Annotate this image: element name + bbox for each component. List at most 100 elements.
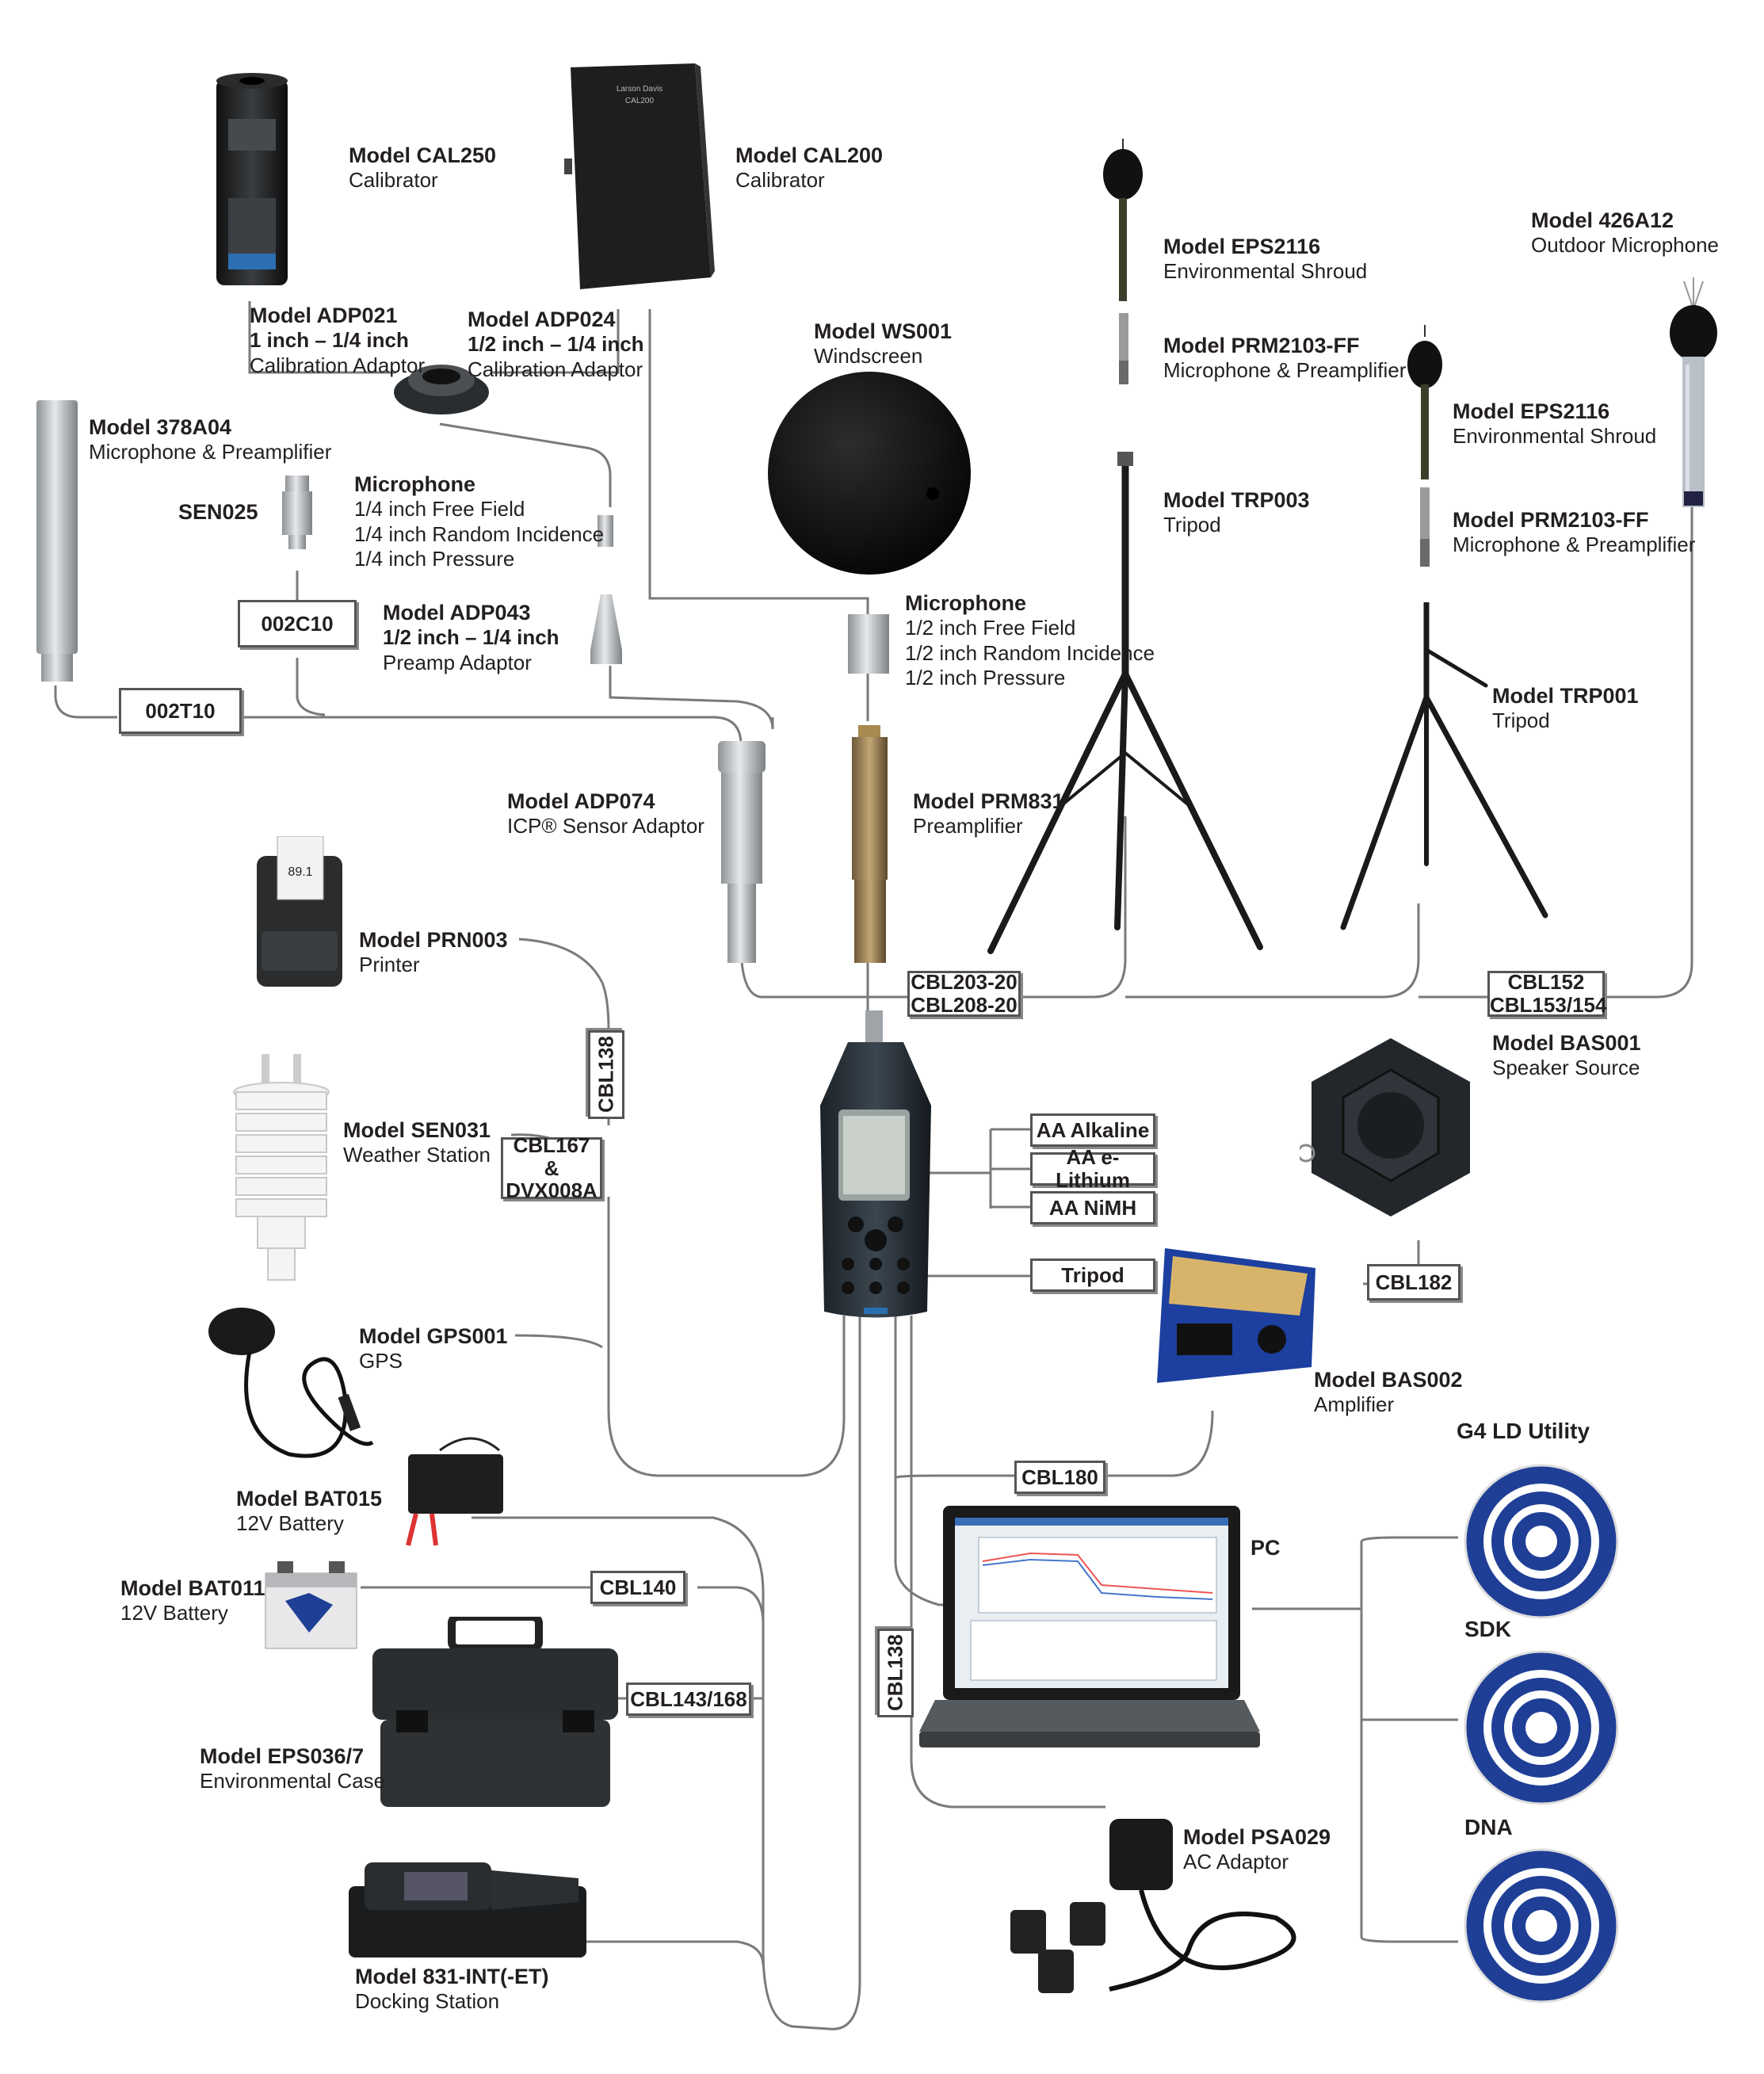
a378-title: Model 378A04 bbox=[89, 415, 232, 439]
adp021-title: Model ADP021 bbox=[250, 304, 398, 327]
426a12-microphone-image bbox=[1670, 277, 1717, 507]
cal200-title: Model CAL200 bbox=[735, 143, 884, 167]
software-g4-ld-utility: G4 LD Utility bbox=[1457, 1419, 1590, 1443]
eps2116a-title: Model EPS2116 bbox=[1163, 235, 1321, 258]
378a04-microphone-image bbox=[36, 400, 78, 682]
bat015-title: Model BAT015 bbox=[236, 1487, 383, 1511]
adp043-title: Model ADP043 bbox=[383, 601, 531, 624]
cable-cbl167-text: CBL167 & bbox=[513, 1133, 590, 1180]
sen031-sub: Weather Station bbox=[343, 1143, 491, 1167]
cable-cbl203-cbl208: CBL203-20 CBL208-20 bbox=[907, 971, 1021, 1017]
option-tripod-text: Tripod bbox=[1061, 1262, 1124, 1287]
trp001-sub: Tripod bbox=[1492, 709, 1550, 733]
label-bat015: Model BAT015 12V Battery bbox=[236, 1486, 382, 1537]
cable-cbl182-text: CBL182 bbox=[1375, 1270, 1453, 1294]
cable-cbl143-168: CBL143/168 bbox=[626, 1682, 751, 1716]
psa029-title: Model PSA029 bbox=[1183, 1825, 1331, 1849]
dock-title: Model 831-INT(-ET) bbox=[355, 1965, 549, 1988]
label-adp021: Model ADP021 1 inch – 1/4 inch Calibrati… bbox=[250, 303, 425, 378]
eps2116b-sub: Environmental Shroud bbox=[1453, 424, 1657, 449]
dock-sub: Docking Station bbox=[355, 1989, 500, 2014]
label-eps036: Model EPS036/7 Environmental Case bbox=[200, 1744, 385, 1794]
trp003-tripod-image bbox=[987, 452, 1263, 954]
cable-cbl140-text: CBL140 bbox=[599, 1575, 677, 1599]
gps001-sub: GPS bbox=[359, 1349, 403, 1373]
adp043-line2: Preamp Adaptor bbox=[383, 650, 532, 674]
pc-laptop-image bbox=[919, 1506, 1260, 1747]
label-eps2116-a: Model EPS2116 Environmental Shroud bbox=[1163, 234, 1367, 285]
battery-aa-alkaline-text: AA Alkaline bbox=[1036, 1117, 1150, 1142]
mic14-l1: 1/4 inch Free Field bbox=[354, 497, 525, 521]
label-bat011: Model BAT011 12V Battery bbox=[120, 1576, 265, 1626]
bat011-title: Model BAT011 bbox=[120, 1576, 265, 1600]
cable-cbl140: CBL140 bbox=[590, 1571, 685, 1604]
adp021-line1: 1 inch – 1/4 inch bbox=[250, 328, 409, 353]
cable-cbl180-text: CBL180 bbox=[1021, 1465, 1098, 1489]
label-ws001: Model WS001 Windscreen bbox=[814, 319, 952, 369]
adp024-line1: 1/2 inch – 1/4 inch bbox=[468, 332, 644, 357]
label-eps2116-b: Model EPS2116 Environmental Shroud bbox=[1453, 399, 1656, 449]
label-prm2103-a: Model PRM2103-FF Microphone & Preamplifi… bbox=[1163, 333, 1406, 384]
cal200-calibrator-image: Larson Davis CAL200 bbox=[564, 63, 715, 289]
label-prm831: Model PRM831 Preamplifier bbox=[913, 789, 1064, 839]
sen031-title: Model SEN031 bbox=[343, 1118, 491, 1142]
a426-title: Model 426A12 bbox=[1531, 208, 1674, 232]
prm2103-ff-image-1 bbox=[1119, 313, 1128, 384]
trp003-title: Model TRP003 bbox=[1163, 488, 1310, 512]
sound-level-meter-image bbox=[820, 1010, 931, 1318]
cable-cbl138-center: CBL138 bbox=[877, 1629, 914, 1717]
mic12-l3: 1/2 inch Pressure bbox=[905, 665, 1066, 689]
adp024-title: Model ADP024 bbox=[468, 307, 616, 331]
label-gps001: Model GPS001 GPS bbox=[359, 1323, 508, 1374]
sen025-microphone-image bbox=[282, 476, 312, 549]
bat015-sub: 12V Battery bbox=[236, 1511, 344, 1536]
software-dna: DNA bbox=[1464, 1815, 1513, 1839]
trp001-tripod-image bbox=[1340, 602, 1548, 930]
printer-paper-reading: 89.1 bbox=[288, 865, 312, 879]
label-378a04: Model 378A04 Microphone & Preamplifier bbox=[89, 414, 331, 465]
sdk-disc-image bbox=[1464, 1650, 1619, 1805]
cable-cbl203-text: CBL203-20 bbox=[911, 970, 1018, 995]
ws001-title: Model WS001 bbox=[814, 319, 953, 343]
prm2103a-title: Model PRM2103-FF bbox=[1163, 334, 1360, 357]
adp024-line2: Calibration Adaptor bbox=[468, 357, 643, 381]
cal250-title: Model CAL250 bbox=[349, 143, 497, 167]
prn003-title: Model PRN003 bbox=[359, 928, 508, 952]
cal200-model-text: CAL200 bbox=[625, 97, 655, 105]
prn003-printer-image: 89.1 bbox=[257, 836, 342, 987]
software-sdk: SDK bbox=[1464, 1617, 1512, 1641]
label-pc: PC bbox=[1250, 1535, 1281, 1560]
mic14-l3: 1/4 inch Pressure bbox=[354, 546, 515, 571]
cal200-brand-text: Larson Davis bbox=[617, 85, 662, 94]
sen031-weather-station-image bbox=[233, 1054, 330, 1281]
label-mic-half-inch: Microphone 1/2 inch Free Field 1/2 inch … bbox=[905, 590, 1155, 690]
cable-cbl180: CBL180 bbox=[1014, 1461, 1105, 1494]
label-bas001: Model BAS001 Speaker Source bbox=[1492, 1030, 1641, 1081]
adp074-title: Model ADP074 bbox=[507, 789, 655, 813]
bas001-sub: Speaker Source bbox=[1492, 1056, 1640, 1080]
label-docking-station: Model 831-INT(-ET) Docking Station bbox=[355, 1964, 549, 2015]
eps2116-shroud-image-1 bbox=[1103, 139, 1143, 301]
cable-002c10-text: 002C10 bbox=[261, 611, 334, 636]
bas002-title: Model BAS002 bbox=[1314, 1368, 1463, 1392]
prm2103-ff-image-2 bbox=[1420, 487, 1430, 567]
label-adp024: Model ADP024 1/2 inch – 1/4 inch Calibra… bbox=[468, 307, 644, 382]
label-trp003: Model TRP003 Tripod bbox=[1163, 487, 1310, 538]
label-sen025: SEN025 bbox=[178, 499, 258, 525]
bas002-amplifier-image bbox=[1157, 1248, 1315, 1383]
label-bas002: Model BAS002 Amplifier bbox=[1314, 1367, 1463, 1418]
ws001-windscreen-image bbox=[768, 372, 971, 575]
prm2103b-sub: Microphone & Preamplifier bbox=[1453, 533, 1696, 557]
adp024-adaptor-image bbox=[394, 365, 489, 414]
bat011-battery-image bbox=[265, 1561, 357, 1649]
mic14-l2: 1/4 inch Random Incidence bbox=[354, 521, 605, 546]
cable-002t10: 002T10 bbox=[119, 688, 242, 734]
cal200-sub: Calibrator bbox=[735, 168, 825, 193]
g4-ld-utility-disc-image bbox=[1464, 1464, 1619, 1619]
ws001-sub: Windscreen bbox=[814, 344, 923, 369]
battery-aa-e-lithium-text: AA e-Lithium bbox=[1056, 1145, 1130, 1192]
eps036-sub: Environmental Case bbox=[200, 1769, 386, 1793]
adp074-sensor-adaptor-image bbox=[718, 741, 766, 963]
dna-disc-image bbox=[1464, 1848, 1619, 2003]
